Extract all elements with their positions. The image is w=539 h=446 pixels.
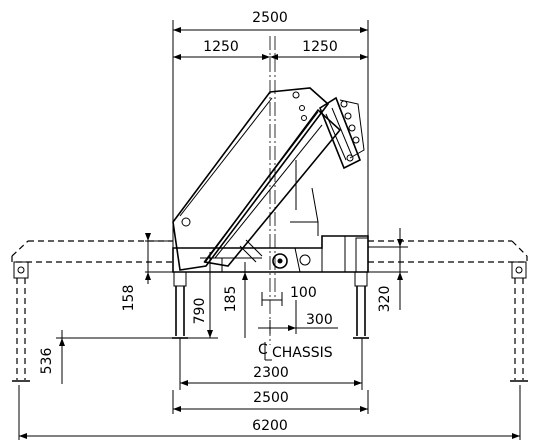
dim-100-group: 100 [261, 285, 317, 306]
top-dimension-group: 2500 1250 1250 [172, 10, 369, 248]
svg-text:C: C [258, 342, 268, 358]
dim-320: 320 [377, 286, 393, 313]
dim-300-group: 300 [258, 300, 338, 334]
dim-790: 790 [192, 298, 208, 325]
dim-300: 300 [306, 312, 333, 328]
dim-536: 536 [39, 348, 55, 375]
dim-2300: 2300 [253, 365, 289, 381]
dim-top-total: 2500 [252, 10, 288, 26]
inner-left-leg [172, 271, 188, 339]
dim-2500-bottom-group: 2500 [172, 390, 369, 414]
dim-185-group: 185 [223, 262, 252, 338]
chassis-label: CHASSIS [272, 345, 333, 361]
chassis-label-group: C CHASSIS [258, 342, 333, 361]
dim-2300-group: 2300 [179, 338, 363, 390]
dim-100: 100 [290, 285, 317, 301]
dim-185: 185 [223, 286, 239, 313]
dim-2500-bottom: 2500 [253, 390, 289, 406]
dim-6200-group: 6200 [18, 385, 521, 440]
dim-158: 158 [121, 285, 137, 312]
centerline-icon: C [258, 342, 272, 361]
dim-top-right-half: 1250 [302, 39, 338, 55]
dim-320-group: 320 [368, 228, 408, 312]
outer-right-leg [510, 261, 528, 382]
crane-base [172, 187, 369, 273]
outer-left-leg [12, 261, 30, 382]
inner-right-leg [353, 271, 369, 339]
dim-6200: 6200 [252, 418, 288, 434]
dim-790-group: 790 [186, 252, 218, 339]
crane-boom [172, 87, 365, 271]
dim-top-left-half: 1250 [203, 39, 239, 55]
outrigger-beam [11, 240, 528, 263]
dim-536-group: 536 [39, 330, 175, 384]
dim-158-group: 158 [121, 233, 173, 311]
